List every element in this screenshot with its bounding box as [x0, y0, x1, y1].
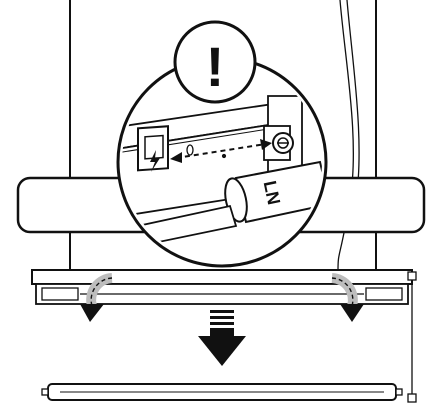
down-arrow-icon: [198, 310, 246, 366]
terminal-marking: LN: [260, 179, 285, 207]
exclamation-icon: !: [206, 35, 225, 98]
rotate-arrow-left-icon: [80, 273, 113, 322]
detail-magnifier: LN: [116, 56, 328, 268]
lightning-bolt-icon: [150, 150, 160, 172]
rotate-arrow-right-icon: [331, 273, 364, 322]
removed-tube: [41, 383, 403, 401]
fixture-housing: [31, 269, 417, 403]
warning-bubble: !: [173, 20, 257, 104]
